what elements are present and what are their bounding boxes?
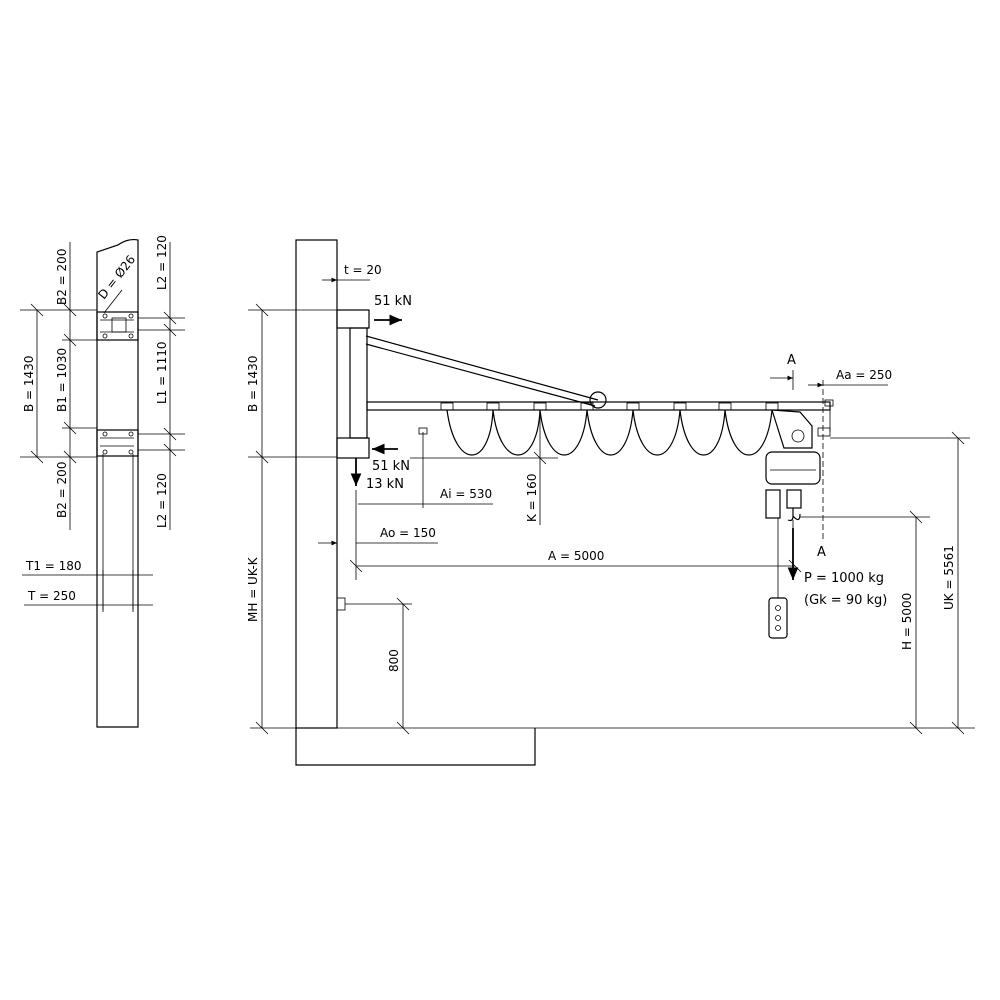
pendant-control [768, 597, 788, 639]
front-view: P = 1000 kg (Gk = 90 kg) 51 kN 51 kN 13 … [246, 239, 975, 766]
force-bottom-v-label: 13 kN [366, 477, 404, 492]
cable-trolleys [440, 402, 779, 411]
bottom-bracket-plate [96, 429, 139, 457]
side-dim-b: B = 1430 [22, 356, 36, 412]
side-dim-t1: T1 = 180 [25, 559, 82, 573]
side-dim-l2-bottom: L2 = 120 [155, 473, 169, 528]
jib-mast [349, 327, 368, 439]
dim-t: t = 20 [344, 263, 382, 277]
load-p-label: P = 1000 kg [804, 571, 884, 586]
dim-a: A = 5000 [548, 549, 604, 563]
tie-rod [365, 335, 599, 401]
dim-ai: Ai = 530 [440, 487, 492, 501]
force-top-label: 51 kN [374, 294, 412, 309]
dim-k: K = 160 [525, 474, 539, 522]
dim-800: 800 [387, 649, 401, 672]
load-gk-label: (Gk = 90 kg) [804, 593, 887, 608]
side-dim-b2-top: B2 = 200 [55, 249, 69, 305]
festoon-cable [446, 409, 773, 456]
side-view: B2 = 200 B = 1430 B1 = 1030 B2 = 200 L2 … [20, 235, 185, 728]
foundation [295, 728, 536, 766]
side-dim-t: T = 250 [27, 589, 76, 603]
dim-ao: Ao = 150 [380, 526, 436, 540]
force-bottom-h-label: 51 kN [372, 459, 410, 474]
side-dim-b2-bottom: B2 = 200 [55, 462, 69, 518]
front-column [295, 239, 338, 729]
dim-b: B = 1430 [246, 356, 260, 412]
dim-aa: Aa = 250 [836, 368, 892, 382]
section-mark-top: A [787, 353, 796, 368]
dim-h: H = 5000 [900, 593, 914, 650]
side-dim-l1: L1 = 1110 [155, 341, 169, 404]
jib-arm [366, 401, 831, 411]
side-dim-l2-top: L2 = 120 [155, 235, 169, 290]
lower-bracket [336, 437, 370, 459]
section-mark-bottom: A [817, 545, 826, 560]
side-dim-b1: B1 = 1030 [55, 348, 69, 412]
chain-hoist [765, 409, 821, 639]
top-bracket-plate [96, 311, 139, 341]
side-column-outline [96, 238, 139, 728]
dim-mh: MH = UK-K [246, 556, 260, 622]
side-dim-d: D = Ø26 [95, 253, 138, 302]
dim-uk: UK = 5561 [942, 545, 956, 610]
upper-bracket [336, 309, 370, 329]
